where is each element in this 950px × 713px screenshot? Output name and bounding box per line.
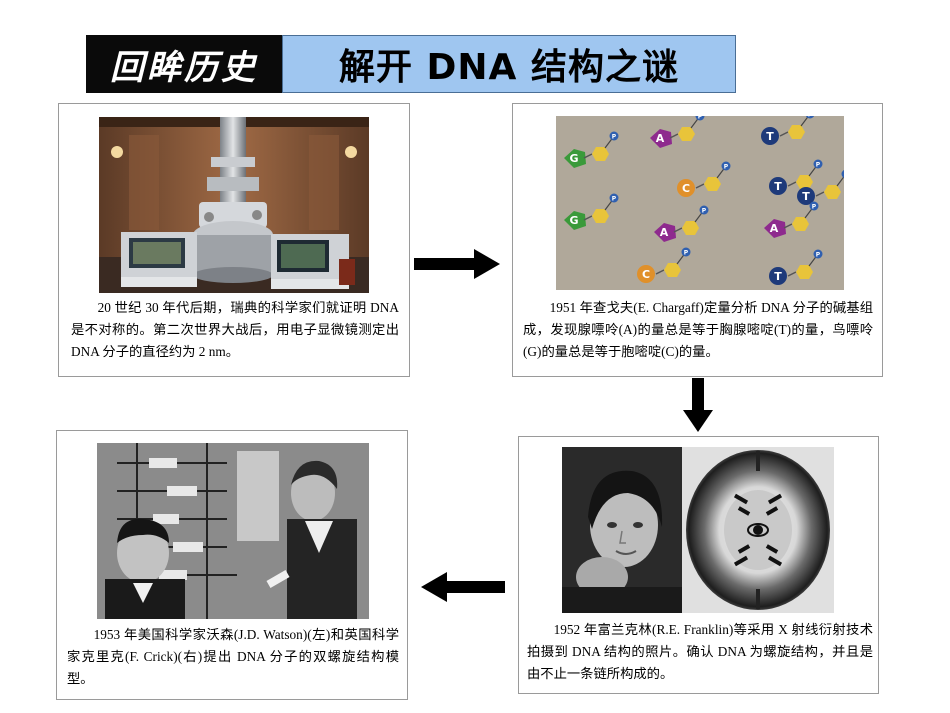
nucleotide-g: GP — [564, 193, 619, 230]
nucleotide-a: AP — [654, 205, 709, 242]
card-caption: 20 世纪 30 年代后期，瑞典的科学家们就证明 DNA 是不对称的。第二次世界… — [71, 300, 399, 359]
nucleotide-t: TP — [797, 169, 844, 205]
nucleotide-a: AP — [764, 201, 819, 238]
nucleotide-t: TP — [769, 159, 823, 195]
page-title: 解开 DNA 结构之谜 — [282, 35, 736, 93]
svg-text:P: P — [812, 204, 817, 211]
svg-text:P: P — [724, 164, 729, 171]
watson-crick-photo — [97, 443, 369, 619]
nucleotide-t: TP — [769, 249, 823, 285]
card-franklin: 1952 年富兰克林(R.E. Franklin)等采用 X 射线衍射技术拍摄到… — [518, 436, 879, 694]
card-chargaff: GPAPTPCPTPTPGPAPAPCPTP 1951 年查戈夫(E. Char… — [512, 103, 883, 377]
svg-text:P: P — [816, 252, 821, 259]
page-title-text: 解开 DNA 结构之谜 — [339, 47, 679, 88]
svg-text:P: P — [612, 196, 617, 203]
svg-text:C: C — [682, 182, 690, 195]
nucleotide-diagram: GPAPTPCPTPTPGPAPAPCPTP — [556, 116, 844, 290]
arrow-down-icon — [683, 378, 713, 432]
nucleotide-a: AP — [650, 116, 705, 148]
franklin-portrait — [562, 447, 682, 613]
svg-text:T: T — [774, 180, 782, 193]
svg-text:G: G — [569, 214, 578, 227]
svg-text:C: C — [642, 268, 650, 281]
nucleotide-c: CP — [637, 247, 691, 283]
arrow-right-icon — [414, 249, 500, 279]
svg-text:P: P — [816, 162, 821, 169]
card-caption: 1952 年富兰克林(R.E. Franklin)等采用 X 射线衍射技术拍摄到… — [527, 622, 873, 681]
svg-text:A: A — [770, 222, 779, 235]
svg-text:P: P — [702, 208, 707, 215]
svg-text:A: A — [656, 132, 665, 145]
svg-text:T: T — [802, 190, 810, 203]
section-label: 回眸历史 — [86, 35, 282, 93]
nucleotide-t: TP — [761, 116, 815, 145]
card-electron-microscope: 20 世纪 30 年代后期，瑞典的科学家们就证明 DNA 是不对称的。第二次世界… — [58, 103, 410, 377]
svg-text:P: P — [612, 134, 617, 141]
svg-text:T: T — [766, 130, 774, 143]
card-watson-crick: 1953 年美国科学家沃森(J.D. Watson)(左)和英国科学家克里克(F… — [56, 430, 408, 700]
svg-text:P: P — [808, 116, 813, 119]
svg-text:T: T — [774, 270, 782, 283]
svg-text:G: G — [569, 152, 578, 165]
arrow-left-icon — [421, 572, 505, 602]
svg-text:P: P — [698, 116, 703, 121]
card-caption: 1953 年美国科学家沃森(J.D. Watson)(左)和英国科学家克里克(F… — [67, 627, 399, 686]
svg-text:A: A — [660, 226, 669, 239]
card-caption: 1951 年查戈夫(E. Chargaff)定量分析 DNA 分子的碱基组成，发… — [523, 300, 873, 359]
nucleotide-c: CP — [677, 161, 731, 197]
svg-text:P: P — [684, 250, 689, 257]
section-label-text: 回眸历史 — [110, 47, 258, 88]
xray-diffraction-photo — [682, 447, 834, 613]
electron-microscope-photo — [99, 117, 369, 293]
nucleotide-g: GP — [564, 131, 619, 168]
